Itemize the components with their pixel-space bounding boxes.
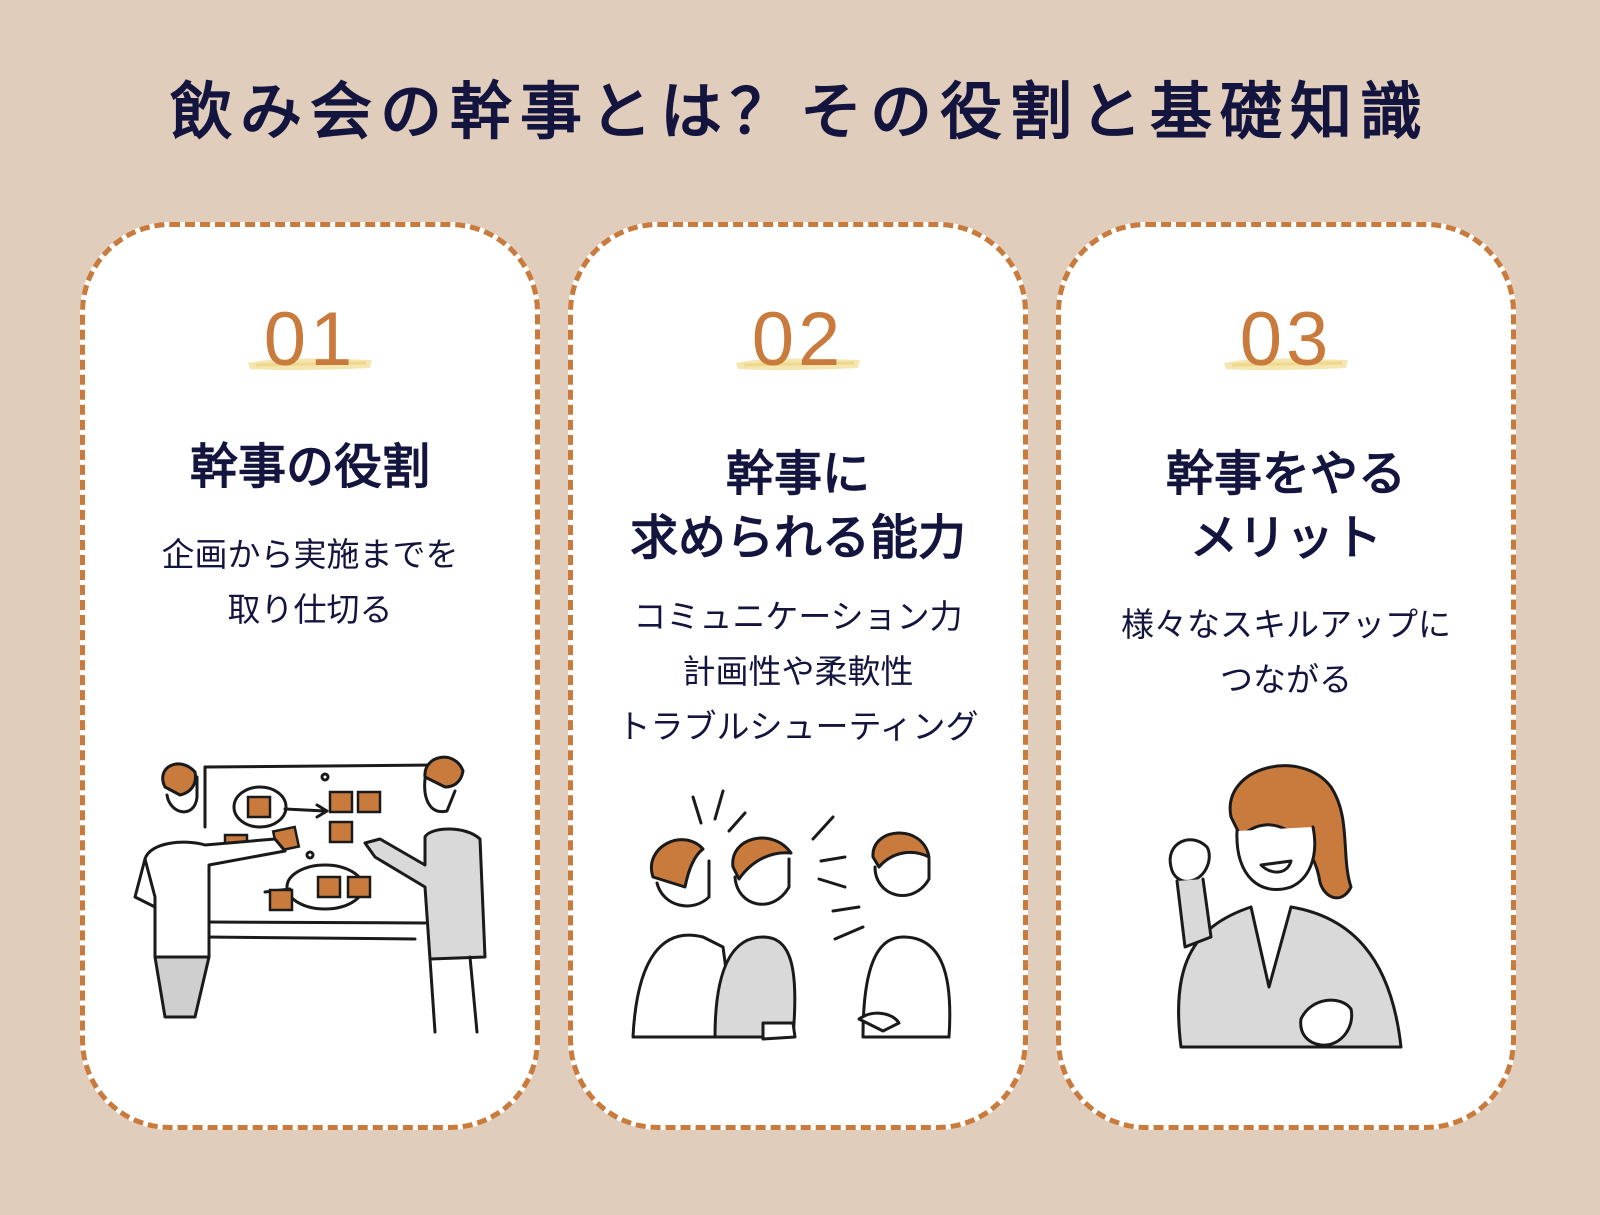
- card-number-block: 01: [85, 295, 535, 385]
- card-heading: 幹事に 求められる能力: [629, 446, 966, 566]
- card-text: コミュニケーション力 計画性や柔軟性 トラブルシューティング: [617, 597, 979, 746]
- card-heading: 幹事の役割: [189, 439, 430, 495]
- group-conversation-illustration: [631, 789, 952, 1041]
- highlight-stroke-icon: [736, 358, 860, 371]
- card-skills: 02 幹事に 求められる能力 コミュニケーション力 計画性や柔軟性 トラブルシュ…: [568, 222, 1028, 1130]
- highlight-stroke-icon: [1224, 358, 1348, 371]
- card-number: 01: [263, 297, 357, 382]
- whiteboard-planning-illustration: [133, 755, 487, 1034]
- card-number-block: 03: [1061, 295, 1511, 385]
- card-text: 様々なスキルアップに つながる: [1121, 605, 1451, 699]
- card-number-block: 02: [573, 295, 1023, 385]
- page-title: 飲み会の幹事とは？その役割と基礎知識: [169, 75, 1430, 148]
- card-role: 01 幹事の役割 企画から実施までを 取り仕切る: [80, 222, 540, 1130]
- card-heading: 幹事をやる メリット: [1165, 446, 1406, 566]
- card-merits: 03 幹事をやる メリット 様々なスキルアップに つながる: [1056, 222, 1516, 1130]
- card-number: 03: [1239, 297, 1333, 382]
- highlight-stroke-icon: [248, 358, 372, 371]
- card-number: 02: [751, 297, 845, 382]
- card-text: 企画から実施までを 取り仕切る: [161, 535, 459, 629]
- confident-woman-illustration: [1168, 764, 1403, 1049]
